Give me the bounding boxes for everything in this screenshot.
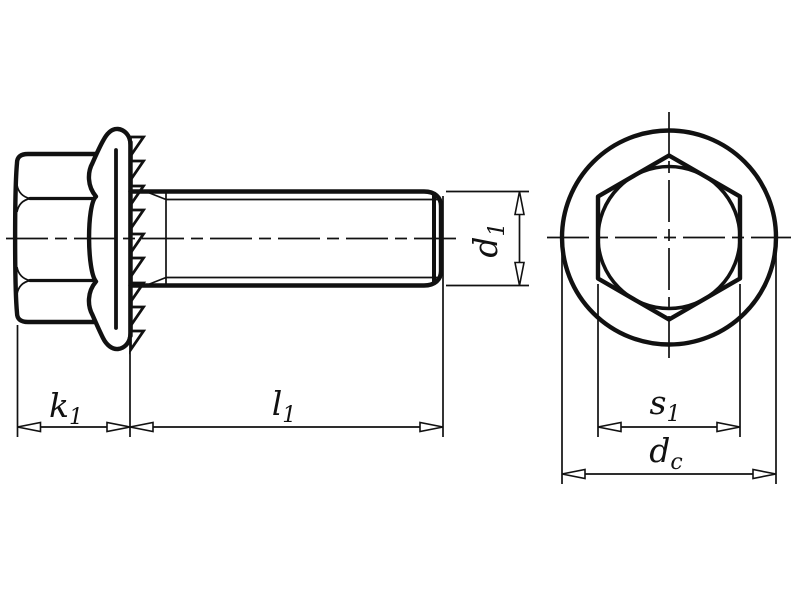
label-dc: dc bbox=[649, 431, 682, 475]
dimension-s1: s1 bbox=[597, 284, 741, 437]
dimension-k1-l1: k1 l1 bbox=[16, 196, 444, 437]
arrowhead-d1-bottom bbox=[514, 261, 525, 286]
label-l1: l1 bbox=[272, 384, 297, 428]
dimension-dc: dc bbox=[561, 242, 777, 484]
arrowhead-l1-left bbox=[129, 421, 154, 433]
thread-minor-lines bbox=[166, 198, 438, 279]
arrowhead-dc-left bbox=[561, 468, 586, 480]
dimension-d1: d1 bbox=[446, 190, 529, 287]
arrowhead-k1-right bbox=[106, 421, 131, 433]
arrowhead-d1-top bbox=[514, 191, 525, 216]
arrowhead-dc-right bbox=[752, 468, 777, 480]
side-view bbox=[6, 126, 459, 355]
arrowhead-s1-left bbox=[597, 421, 622, 433]
dimensions: k1 l1 d1 s1 dc bbox=[16, 190, 777, 484]
label-d1: d1 bbox=[466, 222, 510, 257]
hex-head-chamfer-arcs bbox=[16, 184, 31, 295]
label-s1: s1 bbox=[650, 383, 681, 427]
end-view bbox=[547, 112, 791, 364]
arrowhead-k1-left bbox=[17, 421, 42, 433]
arrowhead-s1-right bbox=[716, 421, 741, 433]
arrowhead-l1-right bbox=[419, 421, 444, 433]
label-k1: k1 bbox=[49, 386, 83, 430]
